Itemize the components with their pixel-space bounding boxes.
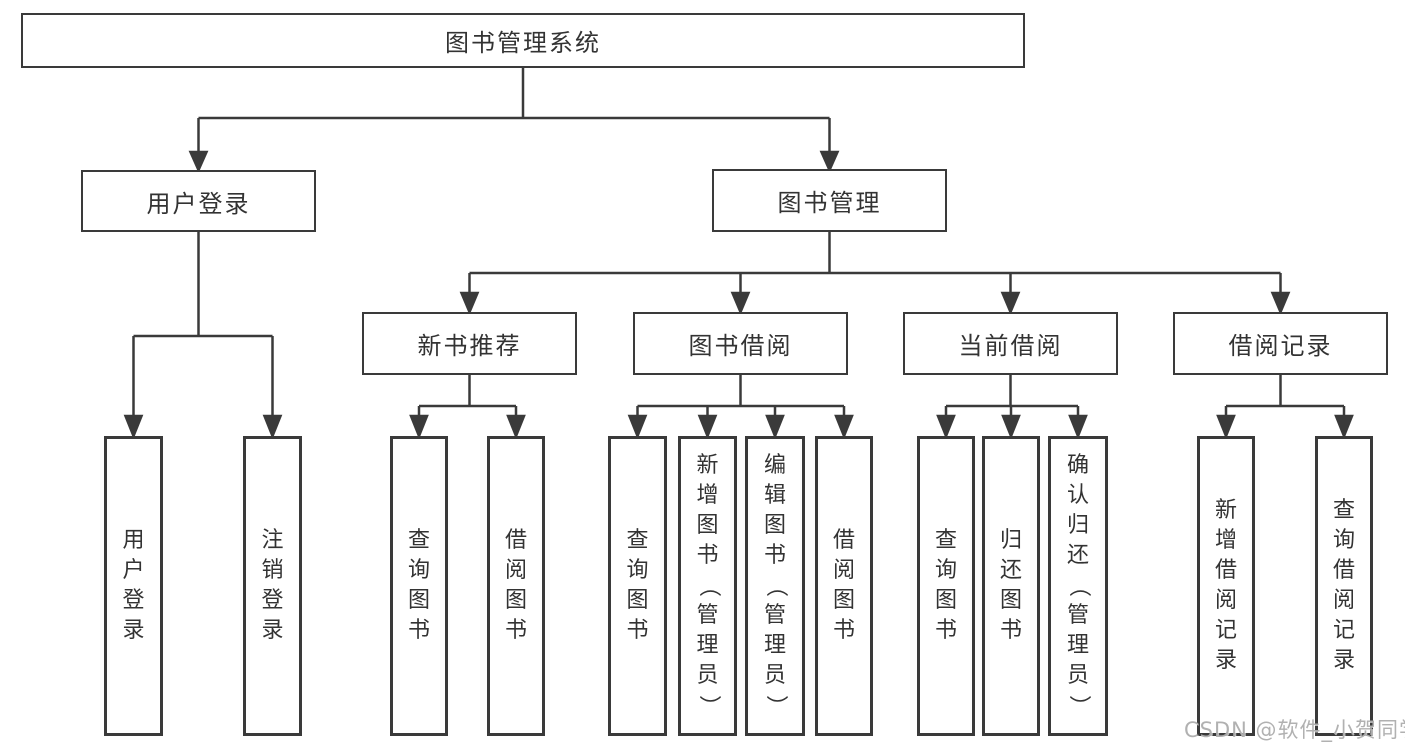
leaf-return-books: 归还图书 <box>982 436 1040 736</box>
node-current-borrow: 当前借阅 <box>903 312 1118 375</box>
node-book-borrow-label: 图书借阅 <box>688 332 793 360</box>
leaf-add-borrow-record: 新增借阅记录 <box>1197 436 1255 736</box>
node-borrow-records: 借阅记录 <box>1173 312 1388 375</box>
leaf-add-books-admin: 新增图书（管理员） <box>678 436 737 736</box>
leaf-logout-label: 注销登录 <box>261 528 284 643</box>
leaf-recommend-borrow-books-label: 借阅图书 <box>504 528 527 643</box>
leaf-borrow-query-books-label: 查询图书 <box>626 528 649 643</box>
leaf-query-borrow-record: 查询借阅记录 <box>1315 436 1373 736</box>
leaf-add-borrow-record-label: 新增借阅记录 <box>1214 498 1237 673</box>
node-book-management-label: 图书管理 <box>777 189 882 217</box>
leaf-confirm-return-admin-label: 确认归还（管理员） <box>1066 453 1091 717</box>
leaf-current-query-books: 查询图书 <box>917 436 975 736</box>
leaf-confirm-return-admin: 确认归还（管理员） <box>1048 436 1108 736</box>
leaf-query-borrow-record-label: 查询借阅记录 <box>1332 498 1355 673</box>
leaf-recommend-borrow-books: 借阅图书 <box>487 436 545 736</box>
leaf-borrow-books-label: 借阅图书 <box>832 528 855 643</box>
node-current-borrow-label: 当前借阅 <box>958 332 1063 360</box>
leaf-recommend-query-books: 查询图书 <box>390 436 448 736</box>
node-new-book-recommend-label: 新书推荐 <box>417 332 522 360</box>
leaf-add-books-admin-label: 新增图书（管理员） <box>695 453 721 717</box>
leaf-edit-books-admin: 编辑图书（管理员） <box>745 436 805 736</box>
node-root-label: 图书管理系统 <box>445 29 601 57</box>
node-book-borrow: 图书借阅 <box>633 312 848 375</box>
leaf-user-login-label: 用户登录 <box>122 528 145 643</box>
csdn-watermark: CSDN @软件_小贺同学 <box>1184 718 1405 742</box>
leaf-borrow-books: 借阅图书 <box>815 436 873 736</box>
node-borrow-records-label: 借阅记录 <box>1228 332 1333 360</box>
node-user-login: 用户登录 <box>81 170 316 232</box>
node-user-login-label: 用户登录 <box>146 189 251 218</box>
leaf-recommend-query-books-label: 查询图书 <box>407 528 430 643</box>
node-new-book-recommend: 新书推荐 <box>362 312 577 375</box>
leaf-return-books-label: 归还图书 <box>999 528 1022 643</box>
leaf-current-query-books-label: 查询图书 <box>934 528 957 643</box>
node-book-management: 图书管理 <box>712 169 947 232</box>
leaf-logout: 注销登录 <box>243 436 302 736</box>
leaf-edit-books-admin-label: 编辑图书（管理员） <box>763 453 788 717</box>
leaf-user-login: 用户登录 <box>104 436 163 736</box>
leaf-borrow-query-books: 查询图书 <box>608 436 667 736</box>
node-root-system: 图书管理系统 <box>21 13 1025 68</box>
